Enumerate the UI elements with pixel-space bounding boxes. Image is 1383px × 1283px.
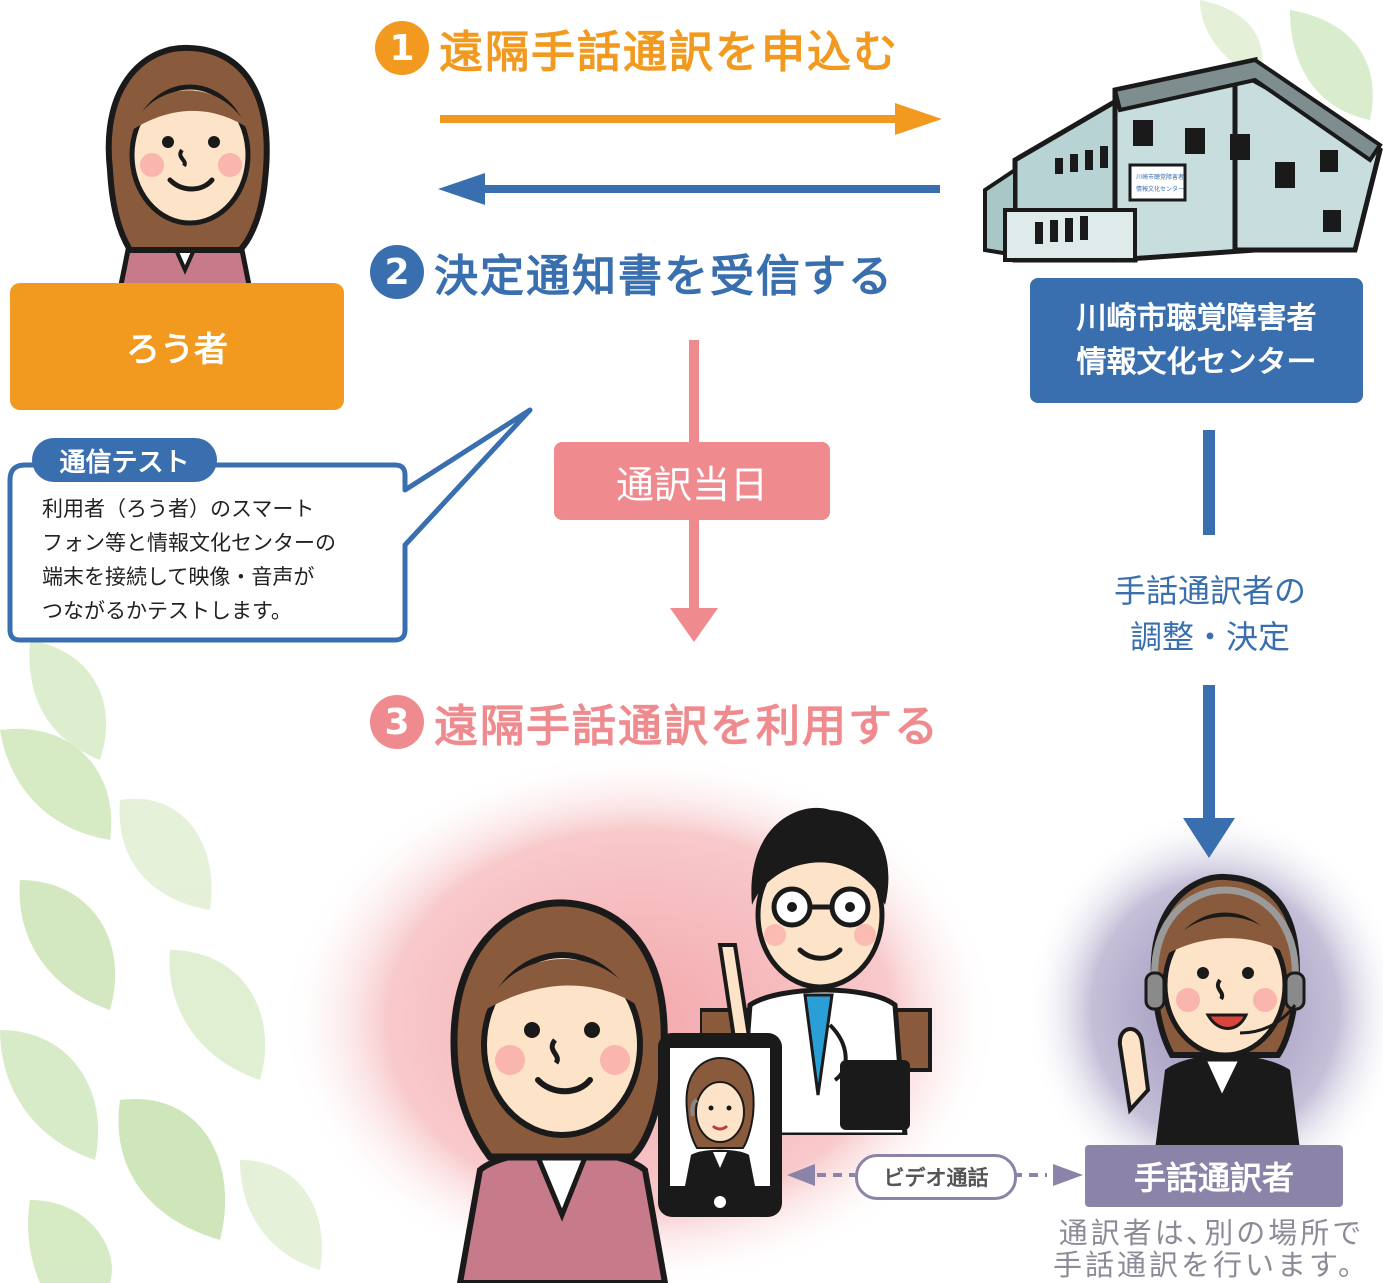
interpreter-note: 通訳者は､別の場所で 手話通訳を行います。 (1040, 1217, 1383, 1281)
step-1-number: 1 (375, 21, 429, 75)
step-3-number: 3 (370, 695, 424, 749)
interpreter-label: 手話通訳者 (1085, 1145, 1343, 1207)
deaf-user-illustration (450, 899, 669, 1283)
building-sign-line2: 情報文化センター (1136, 185, 1184, 193)
test-callout-line: つながるかテストします。 (42, 599, 292, 623)
building-sign-line1: 川崎市聴覚障害者 (1136, 173, 1184, 181)
test-callout-line: フォン等と情報文化センターの (42, 531, 336, 555)
center-building-illustration: 川崎市聴覚障害者 情報文化センター (983, 56, 1383, 263)
step-3-title: 3 遠隔手話通訳を利用する (370, 690, 940, 754)
day-label: 通訳当日 (554, 442, 830, 520)
coordination-arrows (1183, 430, 1235, 858)
tablet-device (658, 1033, 782, 1217)
orange-arrow-head (895, 103, 942, 135)
test-callout-line: 端末を接続して映像・音声が (42, 565, 315, 589)
deaf-person-illustration (105, 44, 270, 290)
coordination-text: 手話通訳者の 調整・決定 (1100, 568, 1320, 660)
test-callout-line: 利用者（ろう者）のスマート (42, 497, 315, 521)
center-label-line2: 情報文化センター (1076, 344, 1317, 380)
blue-arrow-head (438, 173, 485, 205)
step-1-title: 1 遠隔手話通訳を申込む (375, 16, 899, 80)
orange-arrow-shaft (440, 115, 900, 123)
step-2-number: 2 (370, 245, 424, 299)
test-callout-text: 利用者（ろう者）のスマート フォン等と情報文化センターの 端末を接続して映像・音… (42, 492, 392, 628)
interpreter-note-line1: 通訳者は､別の場所で (1058, 1216, 1365, 1250)
center-label: 川崎市聴覚障害者 情報文化センター (1030, 278, 1363, 403)
step-2-label: 決定通知書を受信する (434, 251, 894, 302)
step-2-title: 2 決定通知書を受信する (370, 240, 894, 304)
step-3-label: 遠隔手話通訳を利用する (434, 701, 940, 752)
center-label-line1: 川崎市聴覚障害者 (1076, 300, 1317, 336)
coordination-line2: 調整・決定 (1129, 618, 1290, 656)
building-sign (1128, 163, 1187, 202)
step-1-label: 遠隔手話通訳を申込む (439, 27, 899, 78)
blue-arrow-shaft (480, 185, 940, 193)
coordination-line1: 手話通訳者の (1113, 572, 1306, 610)
video-call-connector (787, 1164, 1083, 1186)
deaf-person-label: ろう者 (10, 283, 344, 410)
interpreter-note-line2: 手話通訳を行います。 (1052, 1248, 1371, 1282)
video-call-label: ビデオ通話 (855, 1154, 1017, 1200)
request-arrows (438, 103, 942, 205)
test-callout-title: 通信テスト (32, 438, 217, 482)
interpreter-illustration (1117, 873, 1306, 1150)
